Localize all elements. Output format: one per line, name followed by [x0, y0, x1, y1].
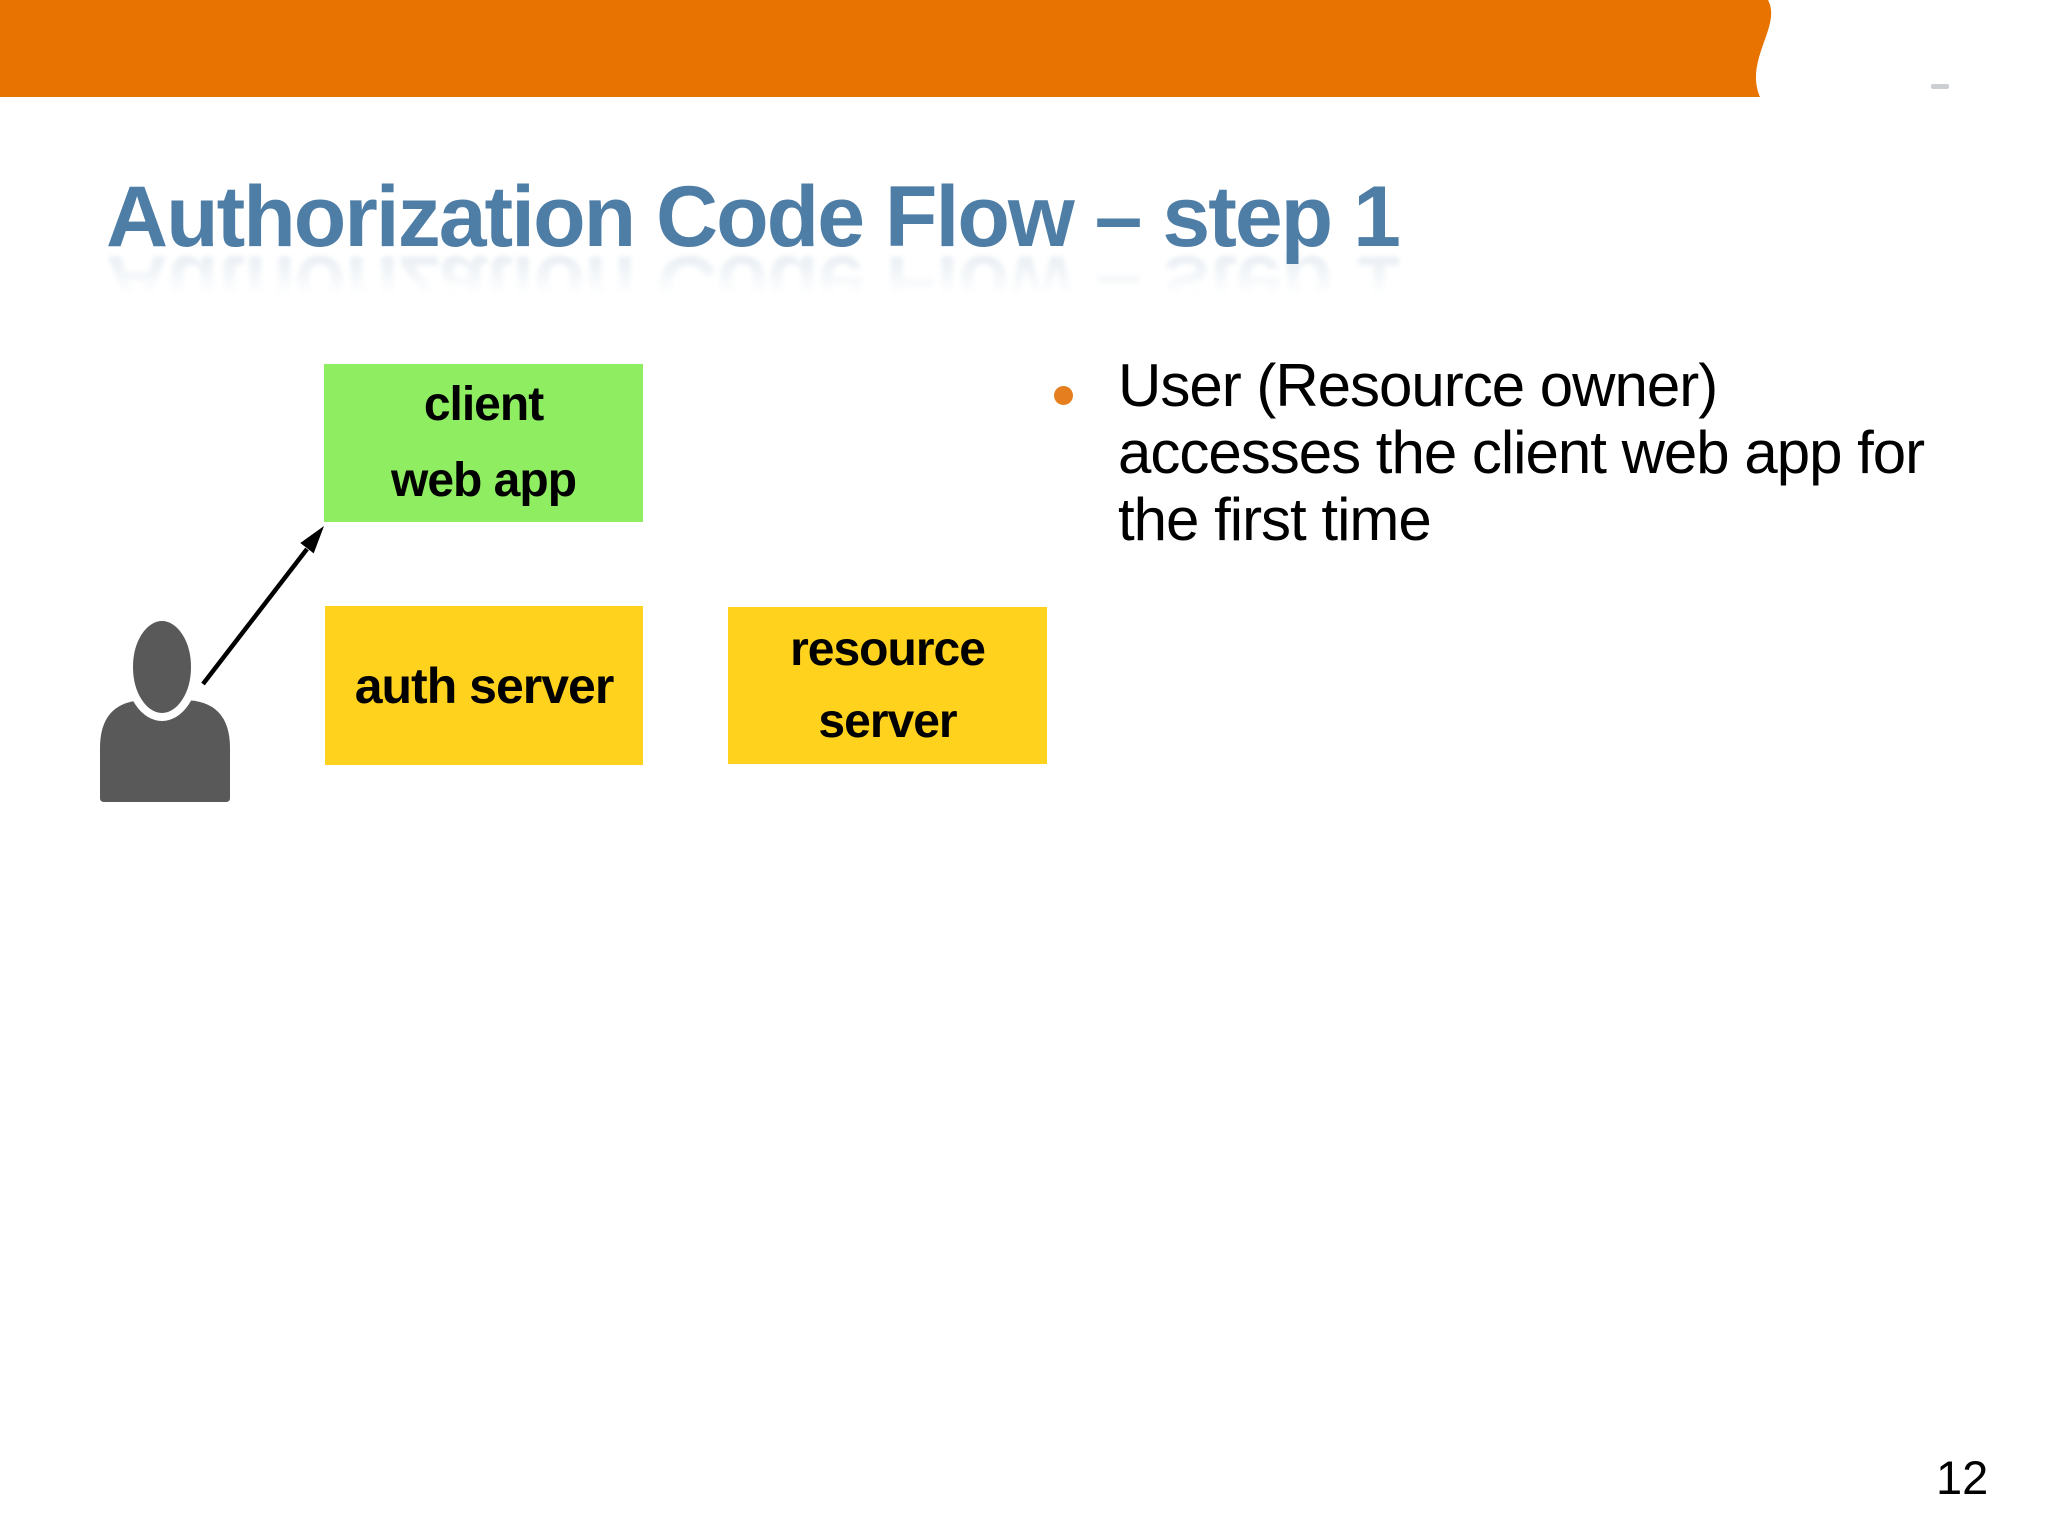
bullet-line: accesses the client web app for	[1118, 419, 1925, 486]
person-head-shape	[125, 613, 199, 721]
person-icon	[100, 613, 230, 802]
header-bar	[0, 0, 1772, 97]
bullet-text: User (Resource owner) accesses the clien…	[1118, 352, 1925, 553]
client-web-app-box: client web app	[324, 364, 643, 522]
small-dash-artifact	[1931, 84, 1949, 89]
client-box-label-line1: client	[423, 378, 544, 431]
arrow-head	[300, 526, 324, 554]
resource-server-box: resource server	[728, 607, 1047, 764]
person-body-shape	[100, 700, 230, 802]
page-title: Authorization Code Flow – step 1	[106, 169, 1401, 265]
auth-box-label: auth server	[354, 657, 615, 714]
bullet-marker	[1054, 386, 1073, 405]
bullet-line: the first time	[1118, 486, 1432, 553]
client-box-label-line2: web app	[390, 454, 577, 507]
resource-box-label-line1: resource	[790, 622, 986, 676]
auth-server-box: auth server	[325, 606, 643, 765]
bullet-line: User (Resource owner)	[1118, 352, 1718, 419]
header-bar-shape	[0, 0, 1772, 97]
page-number: 12	[1936, 1451, 1989, 1504]
resource-box-label-line2: server	[818, 694, 957, 748]
